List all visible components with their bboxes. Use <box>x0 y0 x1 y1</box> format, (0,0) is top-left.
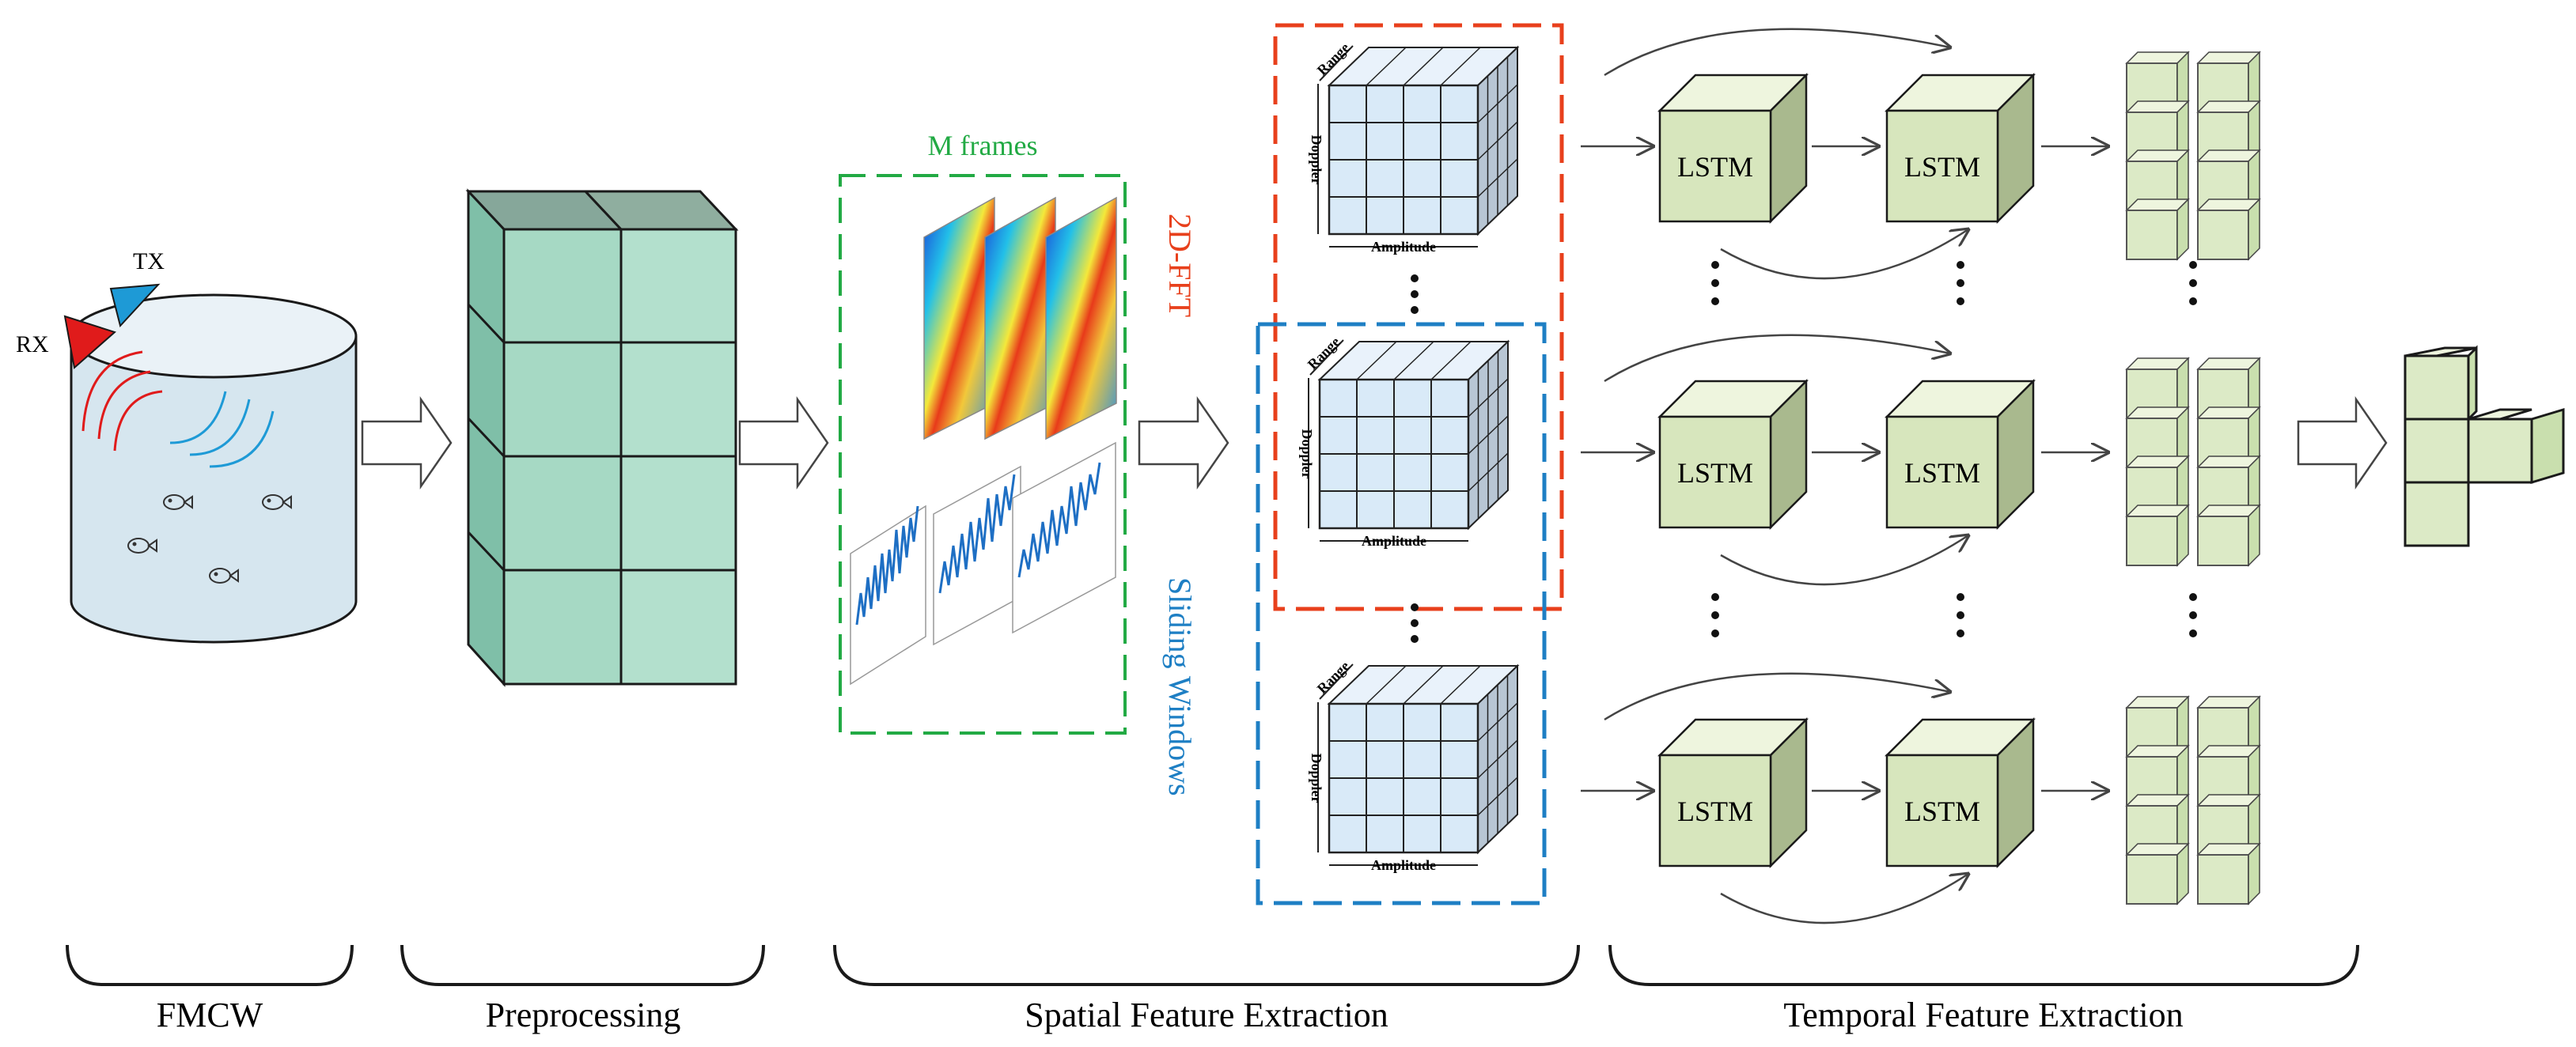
block-arrow <box>361 395 453 490</box>
heatmap-frame <box>1045 196 1117 440</box>
fish-icons <box>127 494 292 584</box>
stage-label-preprocessing: Preprocessing <box>486 996 681 1034</box>
lstm-rows: LSTM LSTM LSTM LSTM LSTM LSTM <box>1581 28 2261 924</box>
stage-brace <box>400 944 765 986</box>
cube-doppler-label: Doppler <box>1299 429 1315 479</box>
output-feature-block <box>2404 345 2565 547</box>
2d-fft-label: 2D-FFT <box>1162 214 1198 317</box>
signal-plot <box>933 465 1021 646</box>
ellipsis-dots <box>1411 261 2197 643</box>
signal-plot <box>1012 441 1116 634</box>
heatmap-frame <box>984 196 1056 440</box>
skip-arrow <box>1604 28 1950 77</box>
preprocessing-block <box>465 188 739 687</box>
lstm-label: LSTM <box>1904 457 1980 489</box>
stage-brace <box>1608 944 2359 986</box>
sliding-window-box <box>1256 322 1547 905</box>
lstm-row: LSTM LSTM <box>1581 672 2261 924</box>
stage-label-spatial: Spatial Feature Extraction <box>1025 996 1388 1034</box>
stage-label-fmcw: FMCW <box>157 996 263 1034</box>
heatmap-frame <box>923 196 995 440</box>
skip-arrow <box>1604 334 1950 383</box>
range-doppler-heatmaps <box>923 196 1117 440</box>
fish-icon <box>209 568 239 584</box>
stage-braces <box>66 944 2359 986</box>
fmcw-tank: TX RX <box>16 248 358 644</box>
rx-antenna-icon <box>63 315 116 369</box>
radar-waves <box>81 350 275 468</box>
range-doppler-cubes: RangeDopplerAmplitudeRangeDopplerAmplitu… <box>1299 40 1520 873</box>
tx-label: TX <box>133 248 165 274</box>
skip-arrow <box>1720 229 1968 280</box>
skip-arrow <box>1604 672 1950 721</box>
tx-antenna-icon <box>109 283 161 328</box>
cube-doppler-label: Doppler <box>1309 754 1324 803</box>
stage-brace <box>66 944 354 986</box>
stage-label-temporal: Temporal Feature Extraction <box>1783 996 2183 1034</box>
lstm-label: LSTM <box>1677 457 1753 489</box>
lstm-label: LSTM <box>1677 796 1753 827</box>
lstm-row: LSTM LSTM <box>1581 334 2261 586</box>
cube-amplitude-label: Amplitude <box>1362 533 1426 549</box>
lstm-label: LSTM <box>1677 151 1753 183</box>
2d-fft-window-box <box>1273 23 1564 611</box>
fish-icon <box>127 538 157 554</box>
m-frames-box: M frames <box>839 130 1127 735</box>
skip-arrow <box>1720 874 1968 924</box>
lstm-row: LSTM LSTM <box>1581 28 2261 280</box>
block-arrows <box>361 395 2388 490</box>
cube-amplitude-label: Amplitude <box>1371 239 1436 255</box>
m-frames-label: M frames <box>928 130 1038 161</box>
block-arrow <box>738 395 829 490</box>
cube-amplitude-label: Amplitude <box>1371 857 1436 873</box>
cube-doppler-label: Doppler <box>1309 135 1324 185</box>
sliding-windows-label: Sliding Windows <box>1162 577 1198 796</box>
skip-arrow <box>1720 535 1968 586</box>
signal-plot <box>850 505 926 686</box>
signal-plots <box>850 441 1116 686</box>
fish-icon <box>262 494 292 510</box>
stage-brace <box>833 944 1580 986</box>
fish-icon <box>163 494 193 510</box>
block-arrow <box>2297 395 2388 490</box>
lstm-label: LSTM <box>1904 151 1980 183</box>
lstm-label: LSTM <box>1904 796 1980 827</box>
block-arrow <box>1138 395 1229 490</box>
rx-label: RX <box>16 331 49 357</box>
